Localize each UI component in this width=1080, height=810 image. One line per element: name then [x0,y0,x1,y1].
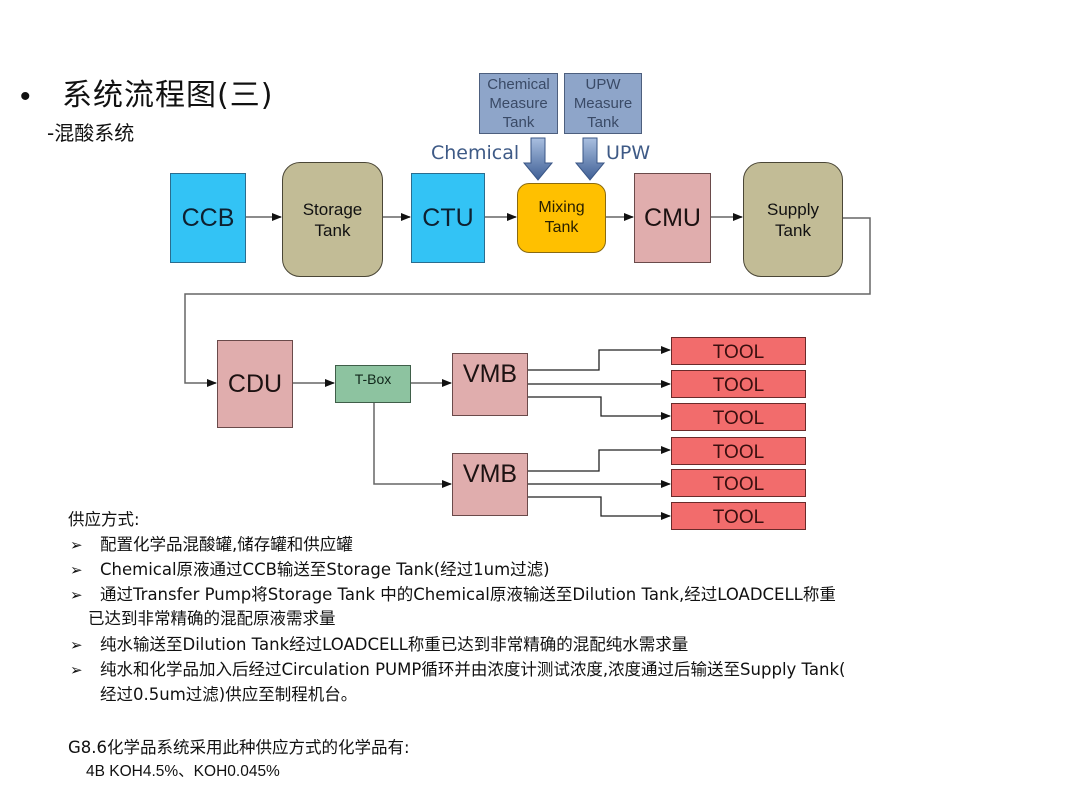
ccb-label: CCB [181,203,235,232]
supply-tank-node: Supply Tank [743,162,843,277]
ctu-node: CTU [411,173,485,263]
vmb-1-label: VMB [462,360,518,388]
tbox-node: T-Box [335,365,411,403]
upw-flow-label: UPW [606,142,651,164]
note-text: 通过Transfer Pump将Storage Tank 中的Chemical原… [100,585,836,604]
note-text: 纯水和化学品加入后经过Circulation PUMP循环并由浓度计测试浓度,浓… [100,660,846,679]
storage-tank-node: Storage Tank [282,162,383,277]
tbox-label: T-Box [354,371,392,387]
storage-tank-label: Storage Tank [302,199,363,240]
upw-measure-tank-label: UPW Measure Tank [573,76,633,131]
note-item: ➢ 纯水和化学品加入后经过Circulation PUMP循环并由浓度计测试浓度,… [70,659,845,681]
arrow-bullet-icon: ➢ [70,586,83,604]
arrow-bullet-icon: ➢ [70,561,83,579]
tool-node: TOOL [671,370,806,398]
tool-label: TOOL [712,507,765,528]
note-text: Chemical原液通过CCB输送至Storage Tank(经过1um过滤) [100,560,550,579]
upw-measure-tank: UPW Measure Tank [564,73,642,134]
edge-vmb2-tool4 [527,446,671,472]
tool-node: TOOL [671,469,806,497]
tool-label: TOOL [712,375,765,396]
mixing-tank-label: Mixing Tank [538,199,585,236]
note-text: 配置化学品混酸罐,储存罐和供应罐 [100,535,353,554]
chemical-measure-tank-label: Chemical Measure Tank [487,76,550,131]
note-continuation: 经过0.5um过滤)供应至制程机台。 [100,685,358,704]
note-continuation: 已达到非常精确的混配原液需求量 [88,609,336,628]
tool-label: TOOL [712,408,765,429]
cmu-label: CMU [644,203,701,232]
chemical-measure-tank: Chemical Measure Tank [479,73,558,134]
footer-chemicals: 4B KOH4.5%、KOH0.045% [86,763,280,780]
arrow-bullet-icon: ➢ [70,661,83,679]
cdu-label: CDU [227,369,283,398]
cdu-node: CDU [217,340,293,428]
tool-node: TOOL [671,502,806,530]
chemical-feed-arrow-icon [522,137,554,181]
tool-node: TOOL [671,403,806,431]
edge-vmb2-tool6 [527,496,671,520]
tool-label: TOOL [712,442,765,463]
ccb-node: CCB [170,173,246,263]
supply-tank-label: Supply Tank [767,199,819,240]
tool-node: TOOL [671,337,806,365]
edge-vmb1-tool1 [527,346,671,371]
vmb-2-label: VMB [462,460,518,488]
footer-heading: G8.6化学品系统采用此种供应方式的化学品有: [68,738,410,757]
tool-label: TOOL [712,474,765,495]
edge-tbox-vmb2 [373,402,452,488]
note-text: 纯水输送至Dilution Tank经过LOADCELL称重已达到非常精确的混配… [100,635,689,654]
vmb-node-2: VMB [452,453,528,516]
note-item: ➢ 通过Transfer Pump将Storage Tank 中的Chemical… [70,584,836,606]
chemical-flow-label: Chemical [431,142,520,164]
upw-feed-arrow-icon [574,137,606,181]
mixing-tank-node: Mixing Tank [517,183,606,253]
note-item: ➢ Chemical原液通过CCB输送至Storage Tank(经过1um过滤) [70,559,550,581]
note-item: ➢ 纯水输送至Dilution Tank经过LOADCELL称重已达到非常精确的混… [70,634,688,656]
vmb-node-1: VMB [452,353,528,416]
edge-vmb1-tool3 [527,396,671,420]
title-bullet: • [20,80,31,113]
notes-heading: 供应方式: [68,510,140,529]
arrow-bullet-icon: ➢ [70,636,83,654]
tool-node: TOOL [671,437,806,465]
tool-label: TOOL [712,342,765,363]
note-item: ➢ 配置化学品混酸罐,储存罐和供应罐 [70,534,353,556]
ctu-label: CTU [422,203,474,232]
cmu-node: CMU [634,173,711,263]
slide-subtitle: -混酸系统 [47,121,135,145]
slide-title: 系统流程图(三) [62,78,274,113]
edge-supply-cdu [184,217,871,387]
arrow-bullet-icon: ➢ [70,536,83,554]
